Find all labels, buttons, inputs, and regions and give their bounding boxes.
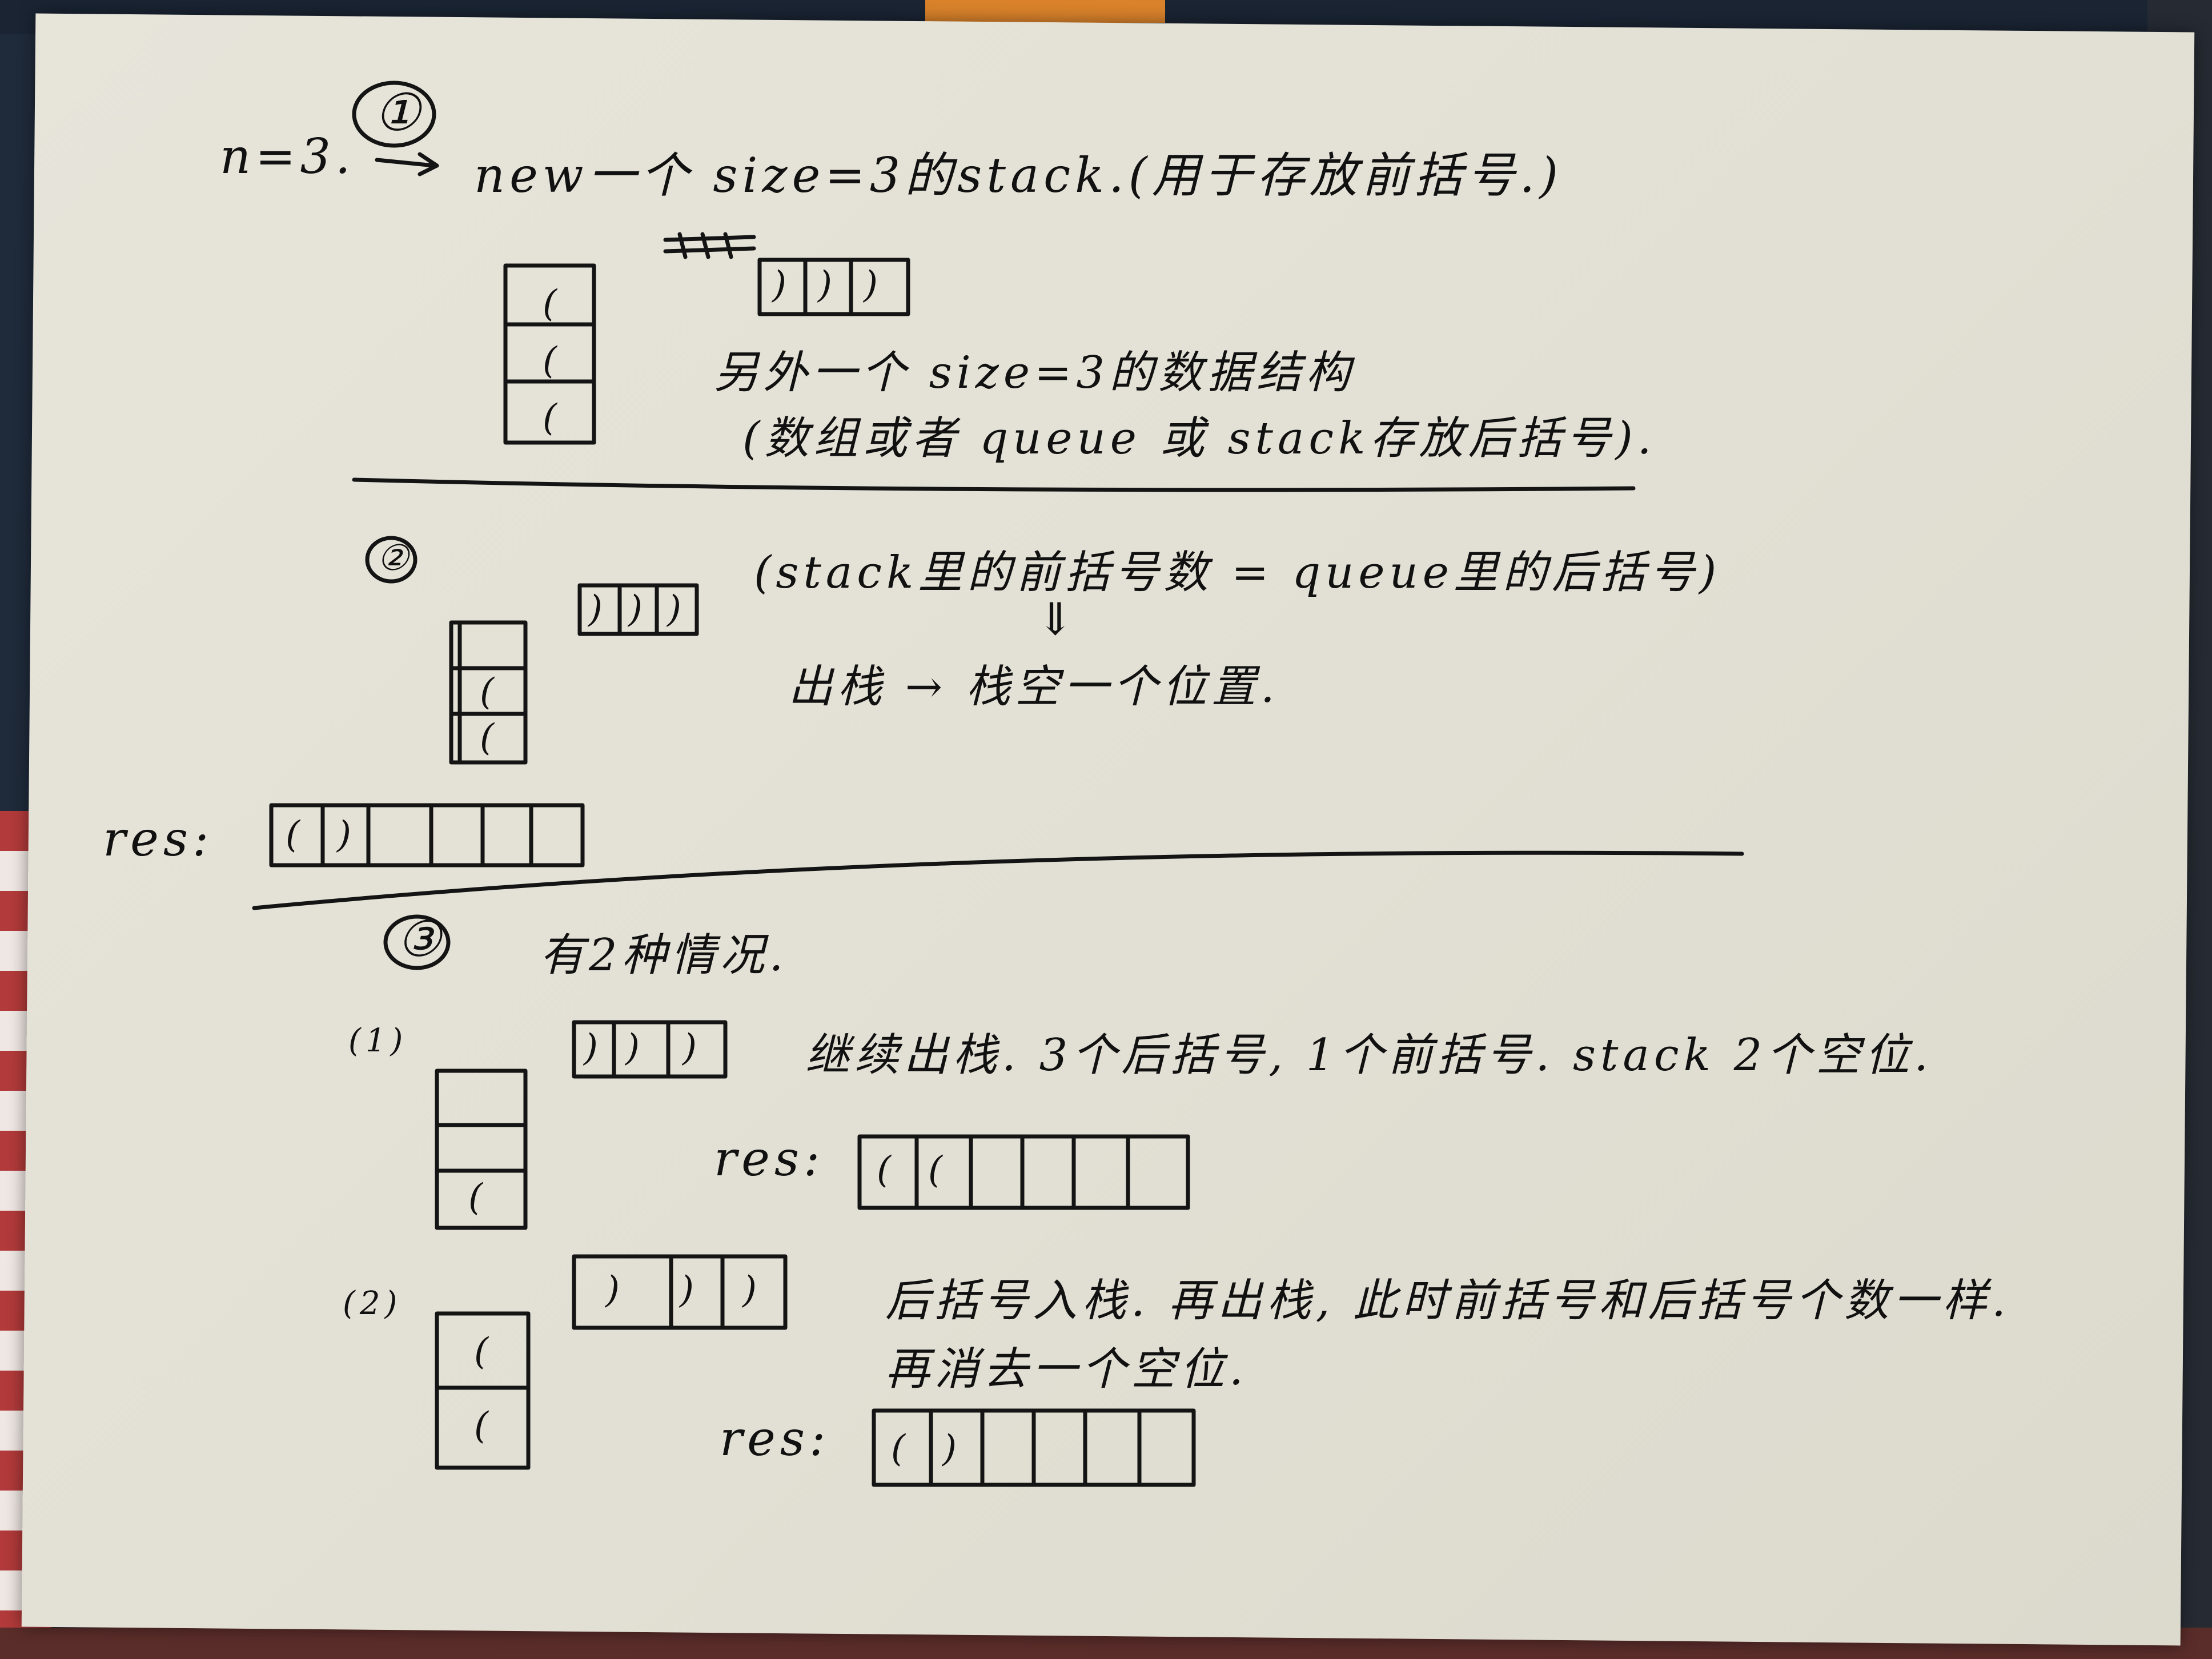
divider-line-2 xyxy=(252,850,1744,910)
background-orange-object xyxy=(925,0,1165,23)
res-array-2 xyxy=(269,803,585,867)
case2-label: (2) xyxy=(343,1285,402,1322)
array2-cell: ) xyxy=(667,588,681,630)
array2-cell: ) xyxy=(588,588,603,630)
down-arrow-icon: ⇓ xyxy=(1037,594,1079,645)
section1-line1: new一个 size=3的stack.(用于存放前括号.) xyxy=(474,147,1563,203)
case2-text1: 后括号入栈. 再出栈, 此时前括号和后括号个数一样. xyxy=(885,1275,2010,1327)
stack-diagram-1 xyxy=(503,263,596,445)
res2-cell: ( xyxy=(286,814,300,856)
stack-diagram-2 xyxy=(449,620,528,765)
section2-line2: 出栈 → 栈空一个位置. xyxy=(788,661,1279,713)
section3-number: ③ xyxy=(397,911,441,968)
circle-number-1 xyxy=(352,81,436,148)
array-diagram-1 xyxy=(757,258,910,316)
section2-line1: (stack里的前括号数 = queue里的后括号) xyxy=(754,547,1721,598)
stack2-cell: ( xyxy=(480,671,494,713)
array32-cell: ) xyxy=(742,1269,757,1311)
stack32-cell: ( xyxy=(474,1331,488,1373)
res-array-3-1 xyxy=(857,1134,1190,1210)
array2-cell: ) xyxy=(628,588,643,630)
array-diagram-3-1 xyxy=(572,1020,728,1079)
array32-cell: ) xyxy=(680,1269,694,1311)
circle-number-3 xyxy=(383,914,451,970)
stack1-cell: ( xyxy=(543,397,557,439)
section2-number: ② xyxy=(377,537,409,579)
section3-intro: 有2种情况. xyxy=(540,930,788,981)
res32-cell: ) xyxy=(942,1428,957,1470)
stack2-cell: ( xyxy=(480,717,494,759)
divider-line-1 xyxy=(352,477,1636,492)
stack1-cell: ( xyxy=(543,340,557,382)
arrow-icon xyxy=(375,152,439,176)
array1-cell: ) xyxy=(772,264,786,306)
array1-cell: ) xyxy=(864,264,878,306)
res2-cell: ) xyxy=(337,814,351,856)
section1-number: ① xyxy=(374,83,420,143)
res31-cell: ( xyxy=(928,1149,942,1191)
res-label: res: xyxy=(720,1411,830,1467)
circle-number-2 xyxy=(365,536,417,584)
array-diagram-3-2 xyxy=(572,1254,788,1330)
stack32-cell: ( xyxy=(474,1405,488,1447)
case1-label: (1) xyxy=(348,1022,408,1059)
n-label: n=3. xyxy=(220,128,355,184)
case1-text: 继续出栈. 3个后括号, 1个前括号. stack 2个空位. xyxy=(805,1030,1933,1081)
res32-cell: ( xyxy=(891,1428,905,1470)
array31-cell: ) xyxy=(584,1027,598,1069)
res31-cell: ( xyxy=(877,1149,891,1191)
array31-cell: ) xyxy=(683,1027,697,1069)
array-diagram-2 xyxy=(577,583,699,636)
stack-diagram-3-2 xyxy=(435,1311,531,1470)
case2-text2: 再消去一个空位. xyxy=(885,1344,1248,1395)
res-label: res: xyxy=(714,1131,825,1187)
section1-line3: (数组或者 queue 或 stack存放后括号). xyxy=(742,413,1656,464)
stack1-cell: ( xyxy=(543,283,557,325)
section1-line2: 另外一个 size=3的数据结构 xyxy=(714,347,1355,399)
stack-diagram-3-1 xyxy=(435,1068,528,1230)
res-array-3-2 xyxy=(872,1408,1196,1487)
stack31-cell: ( xyxy=(468,1176,483,1219)
array31-cell: ) xyxy=(625,1027,640,1069)
array32-cell: ) xyxy=(605,1269,620,1311)
scribble-mark xyxy=(663,232,756,259)
array1-cell: ) xyxy=(818,264,832,306)
res-label: res: xyxy=(103,811,214,867)
